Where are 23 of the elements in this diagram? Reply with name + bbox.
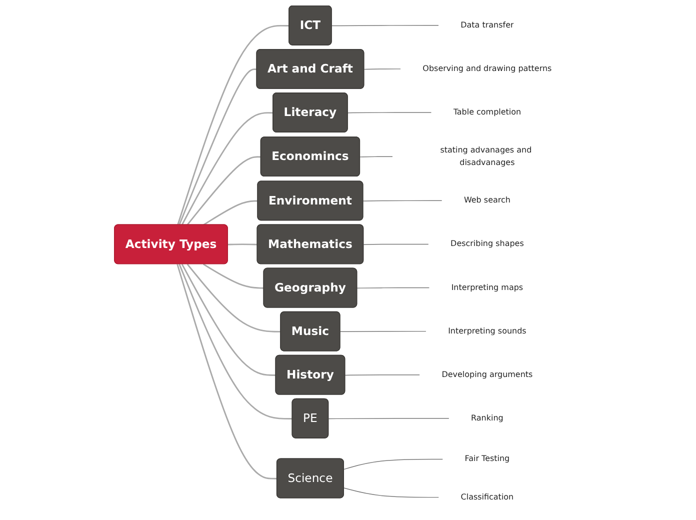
connector <box>331 25 440 26</box>
connector <box>362 200 443 202</box>
connector <box>177 24 290 226</box>
connector <box>176 264 278 480</box>
connector <box>364 68 402 70</box>
connector <box>186 156 262 226</box>
connector <box>328 418 450 420</box>
connector <box>178 68 257 226</box>
connector <box>360 156 394 158</box>
connector <box>181 112 274 226</box>
connector <box>181 264 276 376</box>
connector <box>348 112 432 114</box>
connector <box>202 264 264 289</box>
connector <box>340 330 427 332</box>
connector <box>356 287 430 288</box>
connector <box>186 264 281 332</box>
connector <box>344 488 440 498</box>
connector <box>344 458 444 470</box>
connector <box>178 264 293 420</box>
connector <box>344 374 420 376</box>
connector <box>202 200 258 226</box>
connector <box>363 244 430 245</box>
connector <box>228 244 258 246</box>
